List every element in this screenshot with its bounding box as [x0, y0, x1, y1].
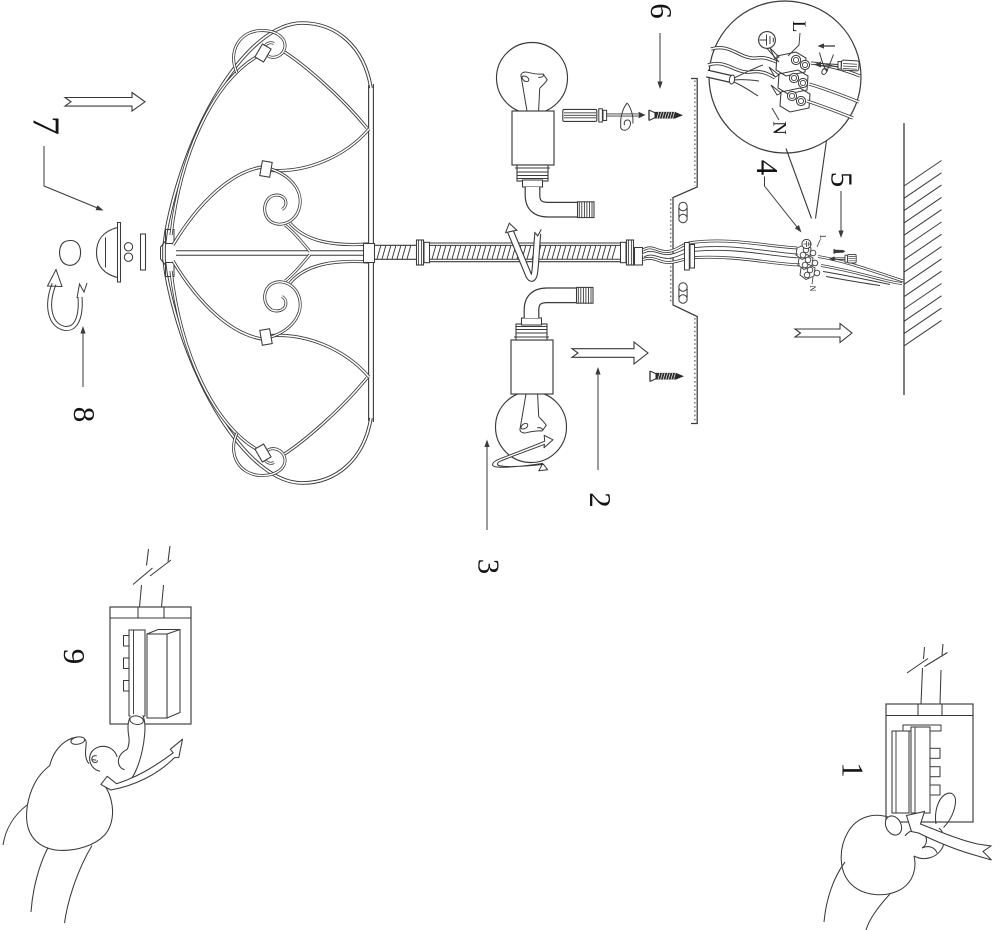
svg-text:L: L [818, 235, 827, 240]
svg-text:9: 9 [57, 649, 92, 665]
svg-text:1: 1 [836, 762, 871, 778]
svg-text:3: 3 [472, 559, 507, 575]
svg-text:N: N [769, 121, 790, 135]
svg-text:L: L [788, 21, 809, 33]
svg-text:8: 8 [67, 407, 102, 423]
svg-text:N: N [808, 286, 817, 292]
svg-text:5: 5 [825, 172, 860, 188]
svg-text:6: 6 [644, 3, 679, 19]
svg-text:2: 2 [583, 492, 618, 508]
svg-text:7: 7 [25, 116, 67, 135]
svg-text:4: 4 [750, 160, 785, 176]
